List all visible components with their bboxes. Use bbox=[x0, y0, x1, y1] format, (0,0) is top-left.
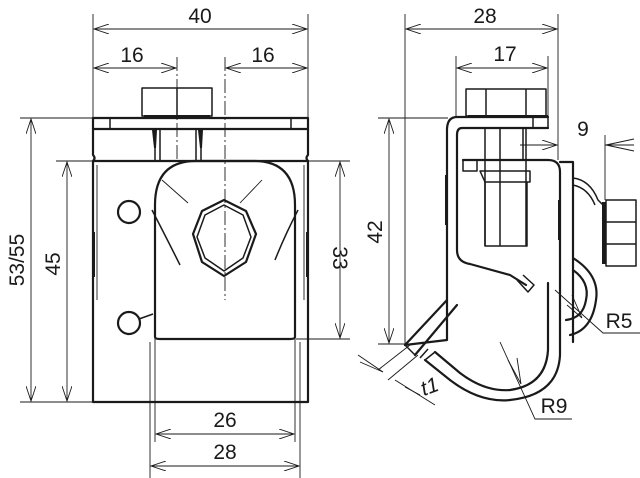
side-bolt-head bbox=[465, 88, 547, 117]
mounting-hole-lower bbox=[116, 310, 142, 336]
dim-outer-width: 28 bbox=[213, 441, 236, 464]
mounting-hole-upper bbox=[116, 199, 142, 225]
dim-inner-width: 26 bbox=[213, 409, 236, 432]
clamp-body bbox=[91, 159, 310, 404]
dim-left-offset: 16 bbox=[120, 44, 143, 67]
top-plate bbox=[91, 116, 310, 131]
dim-offset: 9 bbox=[577, 118, 589, 141]
dim-slot-height: 33 bbox=[328, 246, 351, 269]
dim-radius-large: R9 bbox=[541, 395, 568, 418]
side-bolt bbox=[605, 199, 637, 267]
dim-height: 42 bbox=[364, 220, 387, 243]
hex-nut bbox=[191, 198, 258, 278]
dim-bracket-depth: 17 bbox=[493, 43, 516, 66]
dim-body-height: 45 bbox=[42, 252, 65, 275]
dim-overall-depth: 28 bbox=[473, 5, 496, 28]
dim-right-offset: 16 bbox=[251, 44, 274, 67]
dim-overall-height: 53/55 bbox=[6, 234, 29, 287]
dim-overall-width: 40 bbox=[188, 5, 211, 28]
saddle bbox=[153, 159, 297, 341]
front-view: 40 16 16 53/55 45 33 26 28 bbox=[6, 5, 351, 478]
side-view: 28 17 9 42 t1 R5 R9 bbox=[357, 5, 640, 420]
dim-radius-small: R5 bbox=[606, 310, 633, 333]
bracket-outer bbox=[403, 115, 550, 347]
